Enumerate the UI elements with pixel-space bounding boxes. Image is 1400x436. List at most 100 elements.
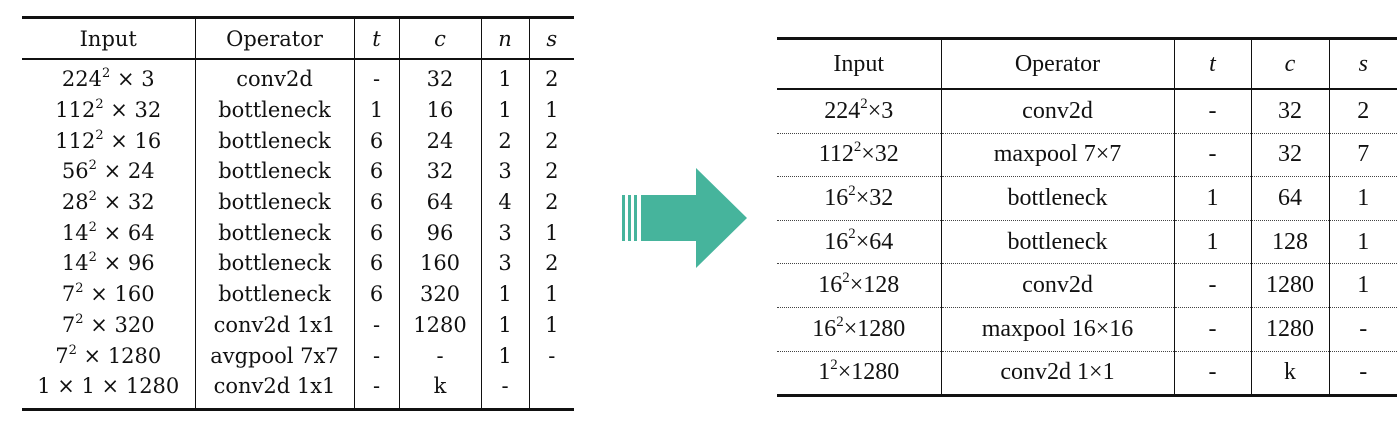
s-cell: 1 <box>1329 176 1397 221</box>
table-row: 1122×32 maxpool 7×7 - 32 7 <box>777 133 1397 178</box>
n-cell: 3 <box>481 217 530 249</box>
c-cell: 64 <box>399 186 482 218</box>
table-row: 162×64 bottleneck 1 128 1 <box>777 220 1397 265</box>
header-input: Input <box>22 17 196 60</box>
header-c: c <box>399 17 482 60</box>
operator-cell: conv2d 1x1 <box>195 309 355 341</box>
s-cell: 2 <box>545 251 559 276</box>
s-cell: 1 <box>1329 263 1397 308</box>
n-cell: 1 <box>481 59 530 95</box>
c-cell: 32 <box>1251 133 1330 178</box>
s-cell: 2 <box>545 67 559 92</box>
t-cell: 1 <box>354 94 400 126</box>
table-row: 12×1280 conv2d 1×1 - k - <box>777 351 1397 396</box>
input-cell: 72 × 320 <box>22 309 196 341</box>
operator-cell: conv2d <box>941 89 1175 134</box>
c-cell: k <box>399 370 482 410</box>
t-cell: - <box>1174 263 1252 308</box>
c-cell: 24 <box>399 125 482 157</box>
table-row: 142 × 96 bottleneck 6 160 3 2 <box>22 248 574 279</box>
input-cell: 72 × 160 <box>22 278 196 310</box>
transform-arrow-icon <box>622 168 747 268</box>
s-cell: 2 <box>545 190 559 215</box>
input-cell: 1122 × 32 <box>22 94 196 126</box>
c-cell: 1280 <box>1251 263 1330 308</box>
header-s: s <box>1329 38 1397 90</box>
arrow-stripe <box>622 195 625 241</box>
header-n: n <box>481 17 530 60</box>
n-cell: 2 <box>481 125 530 157</box>
c-cell: 128 <box>1251 220 1330 265</box>
operator-cell: conv2d 1x1 <box>195 370 355 410</box>
s-cell: 1 <box>1329 220 1397 265</box>
t-cell: 6 <box>354 278 400 310</box>
operator-cell: conv2d <box>195 59 355 95</box>
input-cell: 2242×3 <box>777 89 942 134</box>
input-cell: 12×1280 <box>777 351 942 396</box>
input-cell: 562 × 24 <box>22 156 196 187</box>
s-cell: - <box>548 343 556 368</box>
t-cell: 6 <box>354 217 400 249</box>
t-cell: - <box>1174 351 1252 396</box>
c-cell: 32 <box>399 156 482 187</box>
header-row: Input Operator t c s <box>777 38 1397 90</box>
header-operator: Operator <box>941 38 1175 90</box>
t-cell: 1 <box>1174 176 1252 221</box>
s-cell: 2 <box>545 159 559 184</box>
input-cell: 142 × 64 <box>22 217 196 249</box>
arrow-stripe <box>628 195 631 241</box>
operator-cell: conv2d 1×1 <box>941 351 1175 396</box>
n-cell: 3 <box>481 156 530 187</box>
header-row: Input Operator t c n s <box>22 17 574 60</box>
input-cell: 162×128 <box>777 263 942 308</box>
t-cell: 1 <box>1174 220 1252 265</box>
s-cell: 1 <box>545 312 559 337</box>
t-cell: 6 <box>354 156 400 187</box>
input-cell: 72 × 1280 <box>22 340 196 371</box>
header-operator: Operator <box>195 17 355 60</box>
s-cell <box>529 371 574 409</box>
operator-cell: bottleneck <box>195 217 355 249</box>
input-cell: 162×64 <box>777 220 942 265</box>
input-cell: 162×32 <box>777 176 942 221</box>
t-cell: 6 <box>354 248 400 279</box>
table-row: 1122 × 16 bottleneck 6 24 2 2 <box>22 125 574 157</box>
n-cell: 1 <box>481 340 530 371</box>
n-cell: 1 <box>481 278 530 310</box>
s-cell: 7 <box>1329 133 1397 178</box>
table-row: 72 × 1280 avgpool 7x7 - - 1 - <box>22 340 574 371</box>
table-row: 1122 × 32 bottleneck 1 16 1 1 <box>22 94 574 126</box>
input-cell: 2242 × 3 <box>22 59 196 95</box>
operator-cell: avgpool 7x7 <box>195 340 355 371</box>
c-cell: 64 <box>1251 176 1330 221</box>
operator-cell: maxpool 7×7 <box>941 133 1175 178</box>
operator-cell: bottleneck <box>941 176 1175 221</box>
c-cell: 1280 <box>399 309 482 341</box>
n-cell: 3 <box>481 248 530 279</box>
c-cell: k <box>1251 351 1330 396</box>
operator-cell: bottleneck <box>195 125 355 157</box>
c-cell: 160 <box>399 248 482 279</box>
c-cell: 16 <box>399 94 482 126</box>
n-cell: - <box>481 370 530 410</box>
modified-architecture-table: Input Operator t c s 2242×3 conv2d - 32 … <box>777 37 1397 398</box>
c-cell: 32 <box>1251 89 1330 134</box>
table-row: 562 × 24 bottleneck 6 32 3 2 <box>22 156 574 187</box>
input-cell: 162×1280 <box>777 307 942 352</box>
operator-cell: conv2d <box>941 263 1175 308</box>
table-row: 142 × 64 bottleneck 6 96 3 1 <box>22 217 574 249</box>
arrow-body <box>641 168 747 268</box>
c-cell: 32 <box>399 59 482 95</box>
input-cell: 1122 × 16 <box>22 125 196 157</box>
arrow-stripe <box>634 195 637 241</box>
t-cell: - <box>1174 89 1252 134</box>
table-row: 2242×3 conv2d - 32 2 <box>777 89 1397 134</box>
input-cell: 1122×32 <box>777 133 942 178</box>
table-row: 72 × 160 bottleneck 6 320 1 1 <box>22 278 574 310</box>
t-cell: - <box>1174 307 1252 352</box>
table-row: 2242 × 3 conv2d - 32 1 2 <box>22 59 574 95</box>
header-t: t <box>1174 38 1252 90</box>
input-cell: 1 × 1 × 1280 <box>22 370 196 410</box>
t-cell: - <box>1174 133 1252 178</box>
operator-cell: maxpool 16×16 <box>941 307 1175 352</box>
